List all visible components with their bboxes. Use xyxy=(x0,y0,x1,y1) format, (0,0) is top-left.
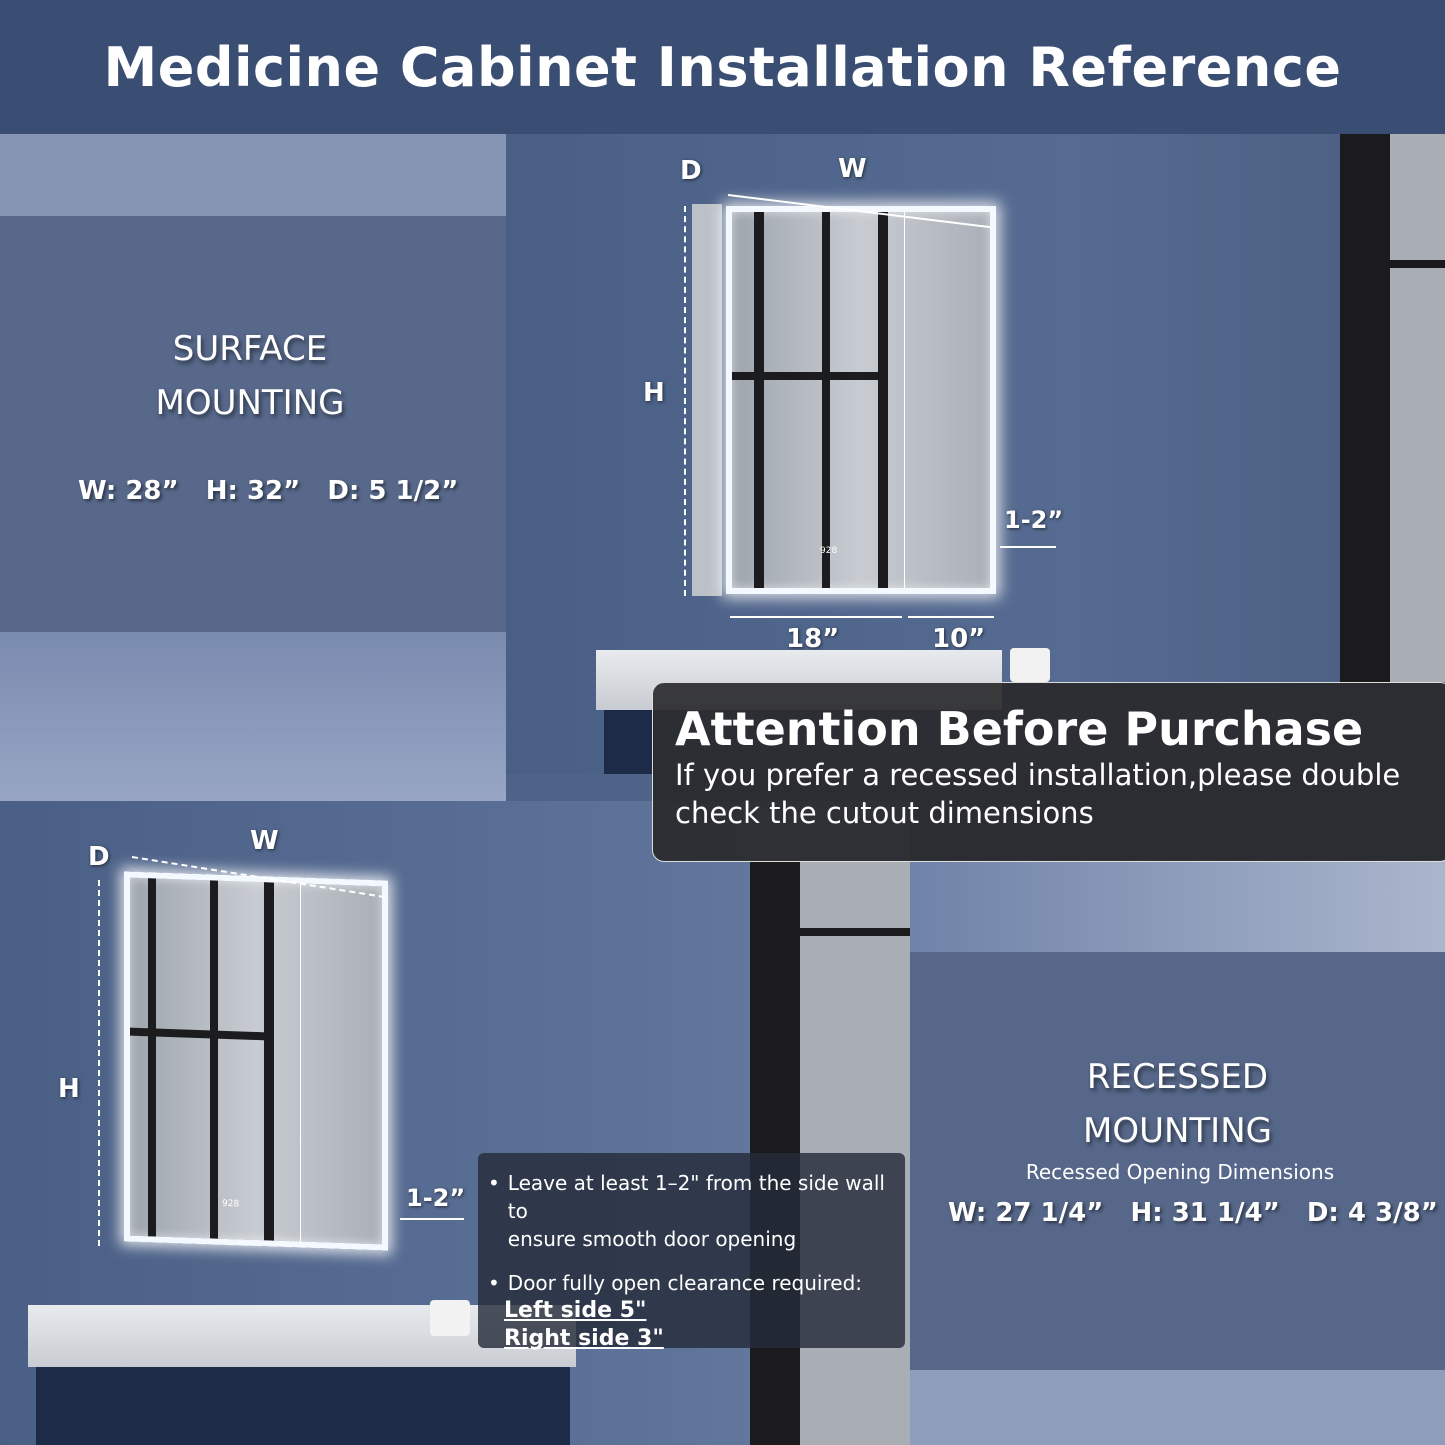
vanity-base xyxy=(36,1367,570,1445)
note-bullet-2: • Door fully open clearance required: xyxy=(488,1269,897,1297)
note-text: Door fully open clearance required: xyxy=(507,1271,863,1295)
panel-strip xyxy=(0,134,506,216)
right-door-arrow xyxy=(908,616,994,618)
left-clearance: Left side 5" xyxy=(504,1298,647,1323)
recessed-title-line1: RECESSED xyxy=(1086,1057,1269,1097)
left-door-arrow xyxy=(730,616,902,618)
vanity-base xyxy=(604,710,654,774)
left-door-label: 18” xyxy=(786,624,840,654)
attention-box: Attention Before Purchase If you prefer … xyxy=(652,682,1445,862)
reflection-bar xyxy=(264,882,274,1241)
height-arrow xyxy=(684,206,686,596)
clock-display: 928 xyxy=(820,546,838,556)
reflection-bar xyxy=(210,880,218,1239)
recessed-title-line2: MOUNTING xyxy=(1083,1111,1272,1151)
surface-title-line1: SURFACE xyxy=(172,329,328,369)
surface-cabinet: 928 xyxy=(726,206,996,594)
door-split xyxy=(300,883,301,1242)
reflection-bar xyxy=(822,212,830,588)
clock-display: 928 xyxy=(222,1198,240,1210)
reflection-bar xyxy=(148,878,156,1237)
window-frame xyxy=(1340,134,1390,682)
cabinet-side xyxy=(692,204,722,596)
right-door-label: 10” xyxy=(932,624,986,654)
panel-strip xyxy=(910,860,1445,952)
panel-strip xyxy=(0,632,506,801)
door-split xyxy=(904,212,905,588)
note-bullet-1: • Leave at least 1–2" from the side wall… xyxy=(488,1169,897,1253)
reflection-bar xyxy=(754,212,764,588)
header-banner: Medicine Cabinet Installation Reference xyxy=(0,0,1445,134)
note-text: ensure smooth door opening xyxy=(507,1227,797,1251)
side-gap-label: 1-2” xyxy=(406,1184,466,1212)
recessed-panel xyxy=(910,860,1445,1445)
recessed-subtitle: Recessed Opening Dimensions xyxy=(1025,1160,1335,1184)
attention-text-2: check the cutout dimensions xyxy=(675,796,1094,830)
width-label: W xyxy=(250,826,279,856)
page-title: Medicine Cabinet Installation Reference xyxy=(103,35,1342,99)
surface-title: SURFACE MOUNTING xyxy=(0,322,500,430)
plant-pot xyxy=(430,1300,470,1336)
bullet-icon: • xyxy=(488,1271,500,1295)
side-gap-arrow xyxy=(400,1218,464,1220)
clearance-notes: • Leave at least 1–2" from the side wall… xyxy=(478,1153,905,1351)
note-text: Leave at least 1–2" from the side wall t… xyxy=(507,1171,885,1223)
window-bar xyxy=(1390,260,1445,268)
height-label: H xyxy=(643,378,665,408)
plant-pot xyxy=(1010,648,1050,682)
panel-strip xyxy=(910,1370,1445,1445)
reflection-bar xyxy=(878,212,888,588)
recessed-title: RECESSED MOUNTING xyxy=(910,1050,1445,1158)
surface-title-line2: MOUNTING xyxy=(155,383,345,423)
window xyxy=(1390,134,1445,682)
depth-label: D xyxy=(680,156,702,186)
depth-label: D xyxy=(88,842,110,872)
side-gap-label: 1-2” xyxy=(1004,506,1064,534)
attention-title: Attention Before Purchase xyxy=(675,702,1364,756)
recessed-cabinet: 928 xyxy=(124,871,388,1251)
height-arrow xyxy=(98,880,100,1246)
bullet-icon: • xyxy=(488,1171,500,1195)
attention-text-1: If you prefer a recessed installation,pl… xyxy=(675,758,1401,792)
recessed-dimensions: W: 27 1/4” H: 31 1/4” D: 4 3/8” xyxy=(948,1198,1438,1228)
right-clearance: Right side 3" xyxy=(504,1326,664,1351)
window-bar xyxy=(800,928,910,936)
height-label: H xyxy=(58,1074,80,1104)
side-gap-arrow xyxy=(1000,546,1056,548)
reflection-bar xyxy=(732,372,882,380)
width-label: W xyxy=(838,154,867,184)
surface-dimensions: W: 28” H: 32” D: 5 1/2” xyxy=(78,476,459,506)
